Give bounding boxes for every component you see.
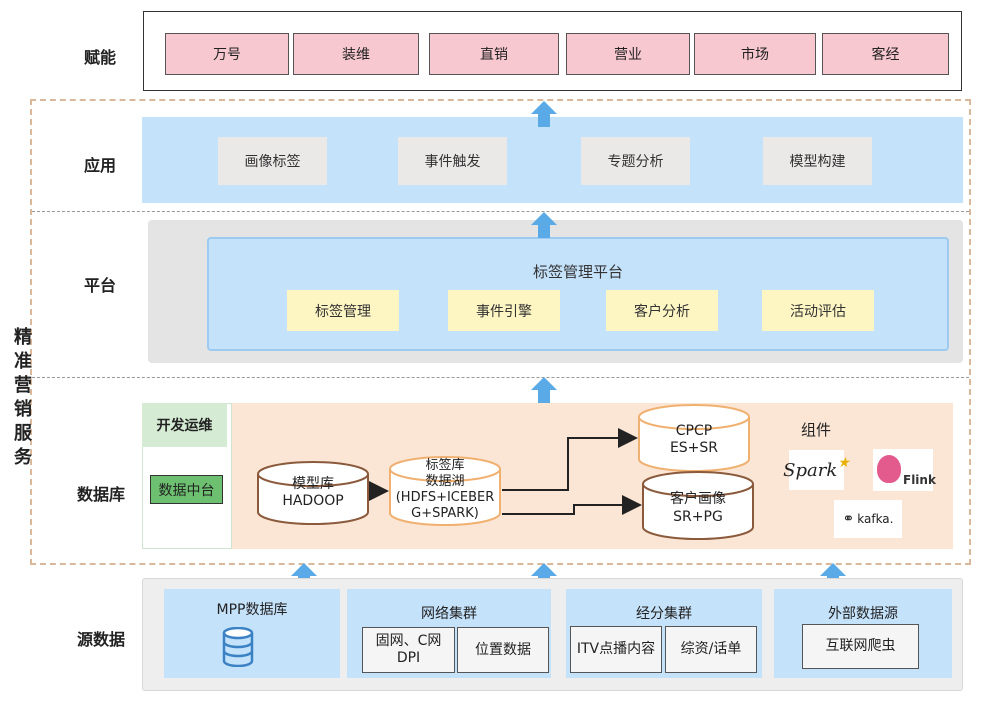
components-label: 组件 xyxy=(801,421,832,439)
data-center-button[interactable]: 数据中台 xyxy=(150,475,223,504)
itv-content[interactable]: ITV点播内容 xyxy=(570,626,662,673)
spark-logo: Spark★ xyxy=(783,450,850,490)
jingfen-title: 经分集群 xyxy=(636,606,692,622)
empower-frame xyxy=(143,11,962,91)
row-label-platform: 平台 xyxy=(84,276,117,295)
web-crawler[interactable]: 互联网爬虫 xyxy=(802,624,919,669)
spark-logo-text: Spark xyxy=(783,459,838,481)
portrait-name: 客户画像 xyxy=(670,491,726,507)
row-label-source: 源数据 xyxy=(77,630,126,649)
tag-db-label: 标签库 数据湖 (HDFS+ICEBER G+SPARK) xyxy=(386,458,504,522)
model-db-name: 模型库 xyxy=(292,476,334,492)
empower-item[interactable]: 直销 xyxy=(429,33,559,75)
portrait-cylinder xyxy=(642,471,754,540)
connector-arrow xyxy=(502,428,638,491)
cpcp-label: CPCP ES+SR xyxy=(639,423,749,457)
row-label-database: 数据库 xyxy=(77,485,126,504)
external-title: 外部数据源 xyxy=(828,606,898,622)
database-icon xyxy=(222,627,254,667)
tag-db-name: 标签库 xyxy=(425,458,465,473)
resource-cdr[interactable]: 综资/话单 xyxy=(665,626,757,673)
spark-star-icon: ★ xyxy=(837,455,850,471)
app-item[interactable]: 专题分析 xyxy=(581,137,690,185)
row-label-empower: 赋能 xyxy=(84,48,117,67)
network-title: 网络集群 xyxy=(421,606,477,622)
portrait-label: 客户画像 SR+PG xyxy=(643,490,753,526)
model-db-tech: HADOOP xyxy=(282,493,344,509)
fixed-cnet-dpi[interactable]: 固网、C网 DPI xyxy=(362,627,455,673)
flink-logo: Flink xyxy=(873,449,936,491)
devops-header: 开发运维 xyxy=(142,403,227,447)
precision-marketing-frame xyxy=(30,99,971,565)
platform-item[interactable]: 事件引擎 xyxy=(448,290,560,331)
dpi-label: DPI xyxy=(396,650,421,666)
connector-arrow xyxy=(502,495,642,515)
cpcp-tech: ES+SR xyxy=(669,440,719,456)
tag-db-tech-2: G+SPARK) xyxy=(411,506,479,521)
model-db-cylinder xyxy=(257,461,369,525)
kafka-logo-text: kafka. xyxy=(857,512,894,526)
cpcp-name: CPCP xyxy=(675,423,713,439)
app-item[interactable]: 画像标签 xyxy=(218,137,327,185)
kafka-node-icon: ⚭ xyxy=(842,511,855,527)
empower-item[interactable]: 营业 xyxy=(566,33,690,75)
tag-db-tech-1: (HDFS+ICEBER xyxy=(395,490,495,505)
platform-item[interactable]: 标签管理 xyxy=(287,290,399,331)
fixed-cnet-label: 固网、C网 xyxy=(375,633,442,649)
flink-logo-text: Flink xyxy=(903,473,936,487)
platform-title: 标签管理平台 xyxy=(532,263,623,281)
mpp-box: MPP数据库 xyxy=(164,589,340,678)
mpp-title: MPP数据库 xyxy=(216,602,288,618)
kafka-logo: ⚭kafka. xyxy=(834,500,902,538)
row-label-application: 应用 xyxy=(84,156,117,175)
empower-item[interactable]: 万号 xyxy=(165,33,289,75)
model-db-label: 模型库 HADOOP xyxy=(258,476,368,510)
tag-db-cylinder xyxy=(389,456,501,526)
empower-item[interactable]: 市场 xyxy=(694,33,816,75)
up-arrow-icon xyxy=(291,101,846,589)
app-item[interactable]: 事件触发 xyxy=(398,137,507,185)
platform-item[interactable]: 客户分析 xyxy=(606,290,718,331)
empower-item[interactable]: 客经 xyxy=(822,33,949,75)
empower-item[interactable]: 装维 xyxy=(293,33,419,75)
app-item[interactable]: 模型构建 xyxy=(763,137,872,185)
tag-db-lake: 数据湖 xyxy=(425,474,465,489)
flink-squirrel-icon xyxy=(877,455,901,483)
section-divider xyxy=(32,211,969,212)
platform-item[interactable]: 活动评估 xyxy=(762,290,874,331)
location-data[interactable]: 位置数据 xyxy=(457,627,549,673)
cpcp-cylinder xyxy=(638,404,750,472)
side-label: 精准营销服务 xyxy=(14,327,32,468)
section-divider xyxy=(32,377,969,378)
portrait-tech: SR+PG xyxy=(673,509,723,525)
